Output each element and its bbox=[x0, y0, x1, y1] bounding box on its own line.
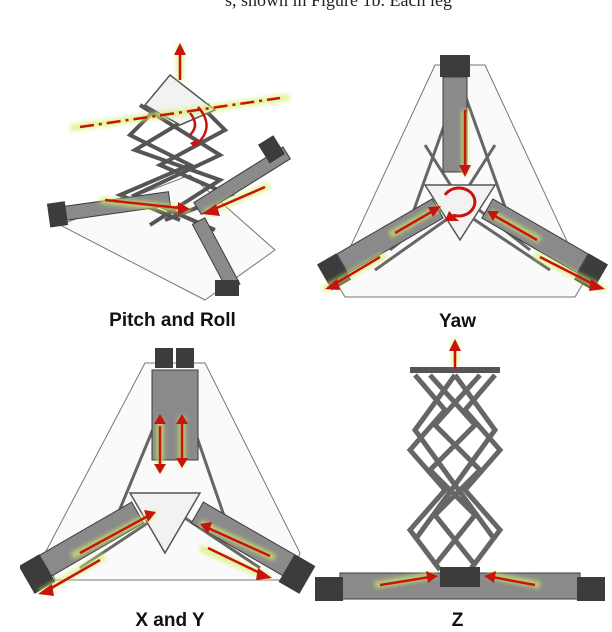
cut-off-body-text: s, shown in Figure 1b. Each leg bbox=[225, 0, 452, 10]
motion-arrows bbox=[325, 110, 605, 291]
yaw-panel: Yaw bbox=[315, 35, 610, 332]
actuator-left bbox=[20, 501, 145, 594]
yaw-illustration bbox=[316, 55, 609, 298]
caption-yaw: Yaw bbox=[439, 311, 476, 332]
motion-arrows bbox=[79, 43, 281, 216]
caption-x-and-y: X and Y bbox=[135, 610, 205, 631]
x-and-y-illustration bbox=[20, 348, 315, 597]
z-illustration bbox=[315, 339, 605, 601]
caption-z: Z bbox=[451, 610, 464, 631]
actuator-right bbox=[193, 135, 292, 216]
pitch-roll-panel: Pitch and Roll bbox=[40, 35, 310, 331]
actuator-bottom bbox=[191, 217, 241, 296]
motion-arrows bbox=[38, 414, 272, 596]
pitch-roll-illustration bbox=[46, 43, 292, 301]
motion-arrows bbox=[379, 339, 536, 587]
x-y-panel: X and Y bbox=[20, 348, 315, 631]
caption-pitch-and-roll: Pitch and Roll bbox=[109, 310, 236, 331]
z-panel: Z bbox=[310, 335, 610, 631]
